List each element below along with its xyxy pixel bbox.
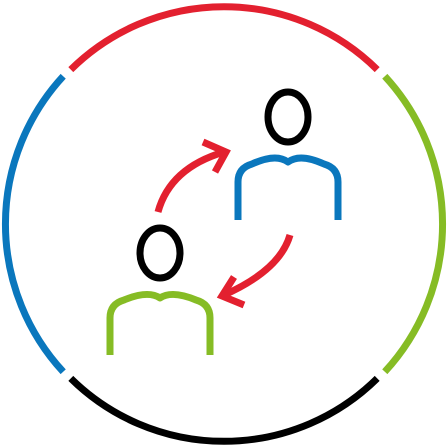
- person-bottom-left: [106, 224, 214, 355]
- ring-arc-right: [382, 73, 446, 375]
- person-top-right: [234, 88, 342, 220]
- arrow-shaft: [222, 233, 294, 299]
- exchange-arrows: [154, 138, 294, 309]
- ring-arc-bottom: [68, 375, 380, 445]
- person-head: [136, 224, 184, 282]
- person-body: [106, 291, 214, 355]
- arrowhead: [201, 138, 231, 174]
- ring-arc-top: [68, 3, 380, 73]
- person-body: [234, 154, 342, 220]
- person-head: [264, 88, 312, 146]
- ring-arc-left: [2, 73, 66, 375]
- outer-ring: [2, 3, 446, 445]
- arrow-shaft: [154, 148, 226, 214]
- arrow-lower-right: [216, 233, 294, 309]
- arrow-upper-left: [154, 138, 231, 214]
- arrowhead: [216, 275, 246, 309]
